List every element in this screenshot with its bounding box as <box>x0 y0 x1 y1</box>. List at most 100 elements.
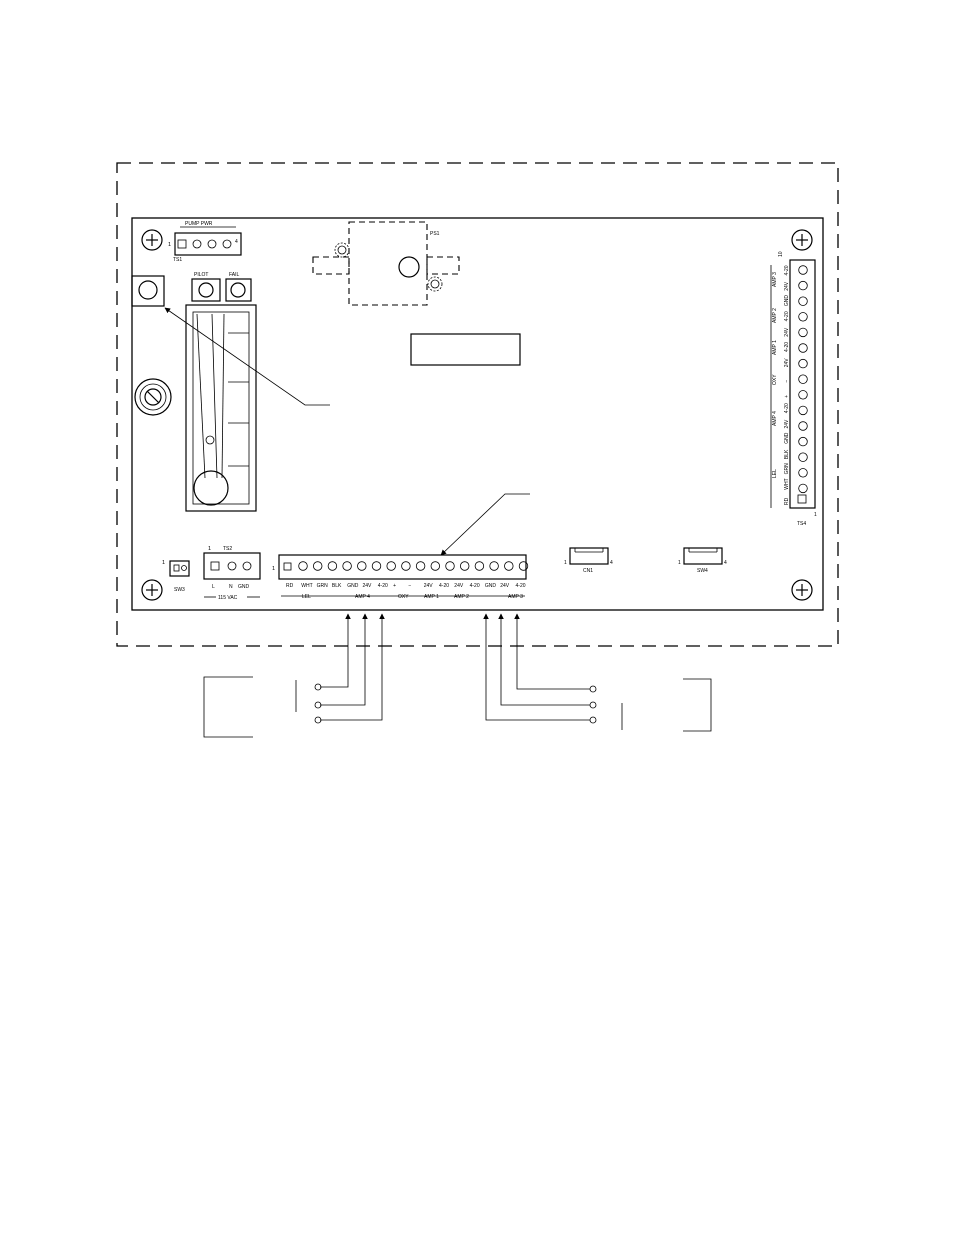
cn-label: CN1 <box>583 568 593 574</box>
ts2-terminal-block: 1 TS2 L N GND 115 VAC <box>203 546 261 601</box>
ts3-terminal-screw <box>371 561 382 571</box>
pilot-label: PILOT <box>194 272 208 278</box>
ts4-terminal-screw <box>798 452 808 462</box>
ts4-term-label: GND <box>784 295 790 307</box>
ts4-term-label: 4-20 <box>784 265 790 275</box>
cn-pin-right: 4 <box>610 560 613 566</box>
ts2-voltage: 115 VAC <box>218 595 238 601</box>
ts4-term-label: BLK <box>784 449 790 459</box>
ts4-term-label: 24V <box>784 419 790 429</box>
sw3-switch: 1 SW3 <box>162 560 190 593</box>
ts3-term-label: RD <box>286 583 294 589</box>
ts3-terminal-screw <box>504 561 514 571</box>
wiring-right <box>483 613 597 724</box>
sensor-port <box>131 275 165 307</box>
ts4-terminal-screw <box>798 265 808 275</box>
ts3-term-label: GRN <box>317 583 329 589</box>
ts4-terminal-screw <box>798 405 808 416</box>
mounting-screw-icon <box>141 579 163 601</box>
ts1-label: TS1 <box>173 257 182 263</box>
ts4-term-label: 24V <box>784 327 790 337</box>
ts3-term-label: 4-20 <box>470 583 480 589</box>
ts4-term-label: 24V <box>784 358 790 368</box>
ts3-term-label: GND <box>347 583 359 589</box>
ts1-pin1: 1 <box>168 242 171 248</box>
ts3-pin1: 1 <box>272 566 275 572</box>
ps1-label: PS1 <box>430 231 440 237</box>
ts3-terminal-screw <box>401 561 411 571</box>
ts4-terminal-screw <box>798 327 808 338</box>
ts3-term-label: GND <box>485 583 497 589</box>
ts4-terminal-screw <box>798 421 808 431</box>
pilot-indicator: PILOT <box>191 272 221 302</box>
ts1-terminal-block: PUMP PWR 1 4 TS1 <box>168 221 242 263</box>
cn-pin-left: 1 <box>564 560 567 566</box>
circuit-board <box>131 217 824 611</box>
ts3-terminal-screw <box>357 561 367 571</box>
ts4-group-label: AMP 1 <box>772 340 778 355</box>
ts3-terminal-screw <box>342 561 352 571</box>
ts3-group-label: AMP 3 <box>508 594 523 600</box>
ts4-header: 10 <box>778 251 784 257</box>
ts3-term-label: + <box>393 583 396 589</box>
ts4-terminal-screw <box>798 390 808 400</box>
ts3-term-label: 4-20 <box>439 583 449 589</box>
mounting-screw-icon <box>791 229 813 251</box>
mounting-screw-icon <box>791 579 813 601</box>
ts4-terminal-screw <box>798 468 808 478</box>
leader-line-sensor <box>164 307 330 406</box>
ts4-terminal-screw <box>798 312 808 322</box>
ts4-term-label: 24V <box>784 281 790 291</box>
ts4-group-label: AMP 4 <box>772 411 778 426</box>
ts4-term-label: + <box>784 395 790 398</box>
ts3-terminal-screw <box>415 561 426 571</box>
ts2-pin1: 1 <box>208 546 211 552</box>
ts3-terminal-screw <box>460 561 470 571</box>
ts2-term-n: N <box>229 584 233 590</box>
ts3-group-label: AMP 4 <box>355 594 370 600</box>
ts3-term-label: 24V <box>424 583 434 589</box>
ts3-group-label: OXY <box>398 594 409 600</box>
ts3-term-label: BLK <box>332 583 342 589</box>
sw4-label: SW4 <box>697 568 708 574</box>
ps1-pressure-switch: PS1 <box>312 221 460 306</box>
ts3-term-label: 24V <box>454 583 464 589</box>
ts4-terminal-screw <box>798 483 808 494</box>
ts3-term-label: WHT <box>301 583 312 589</box>
ts2-term-l: L <box>212 584 215 590</box>
ts3-term-label: − <box>408 583 411 589</box>
ts3-group-label: AMP 1 <box>424 594 439 600</box>
ts1-pin4: 4 <box>235 239 238 245</box>
ts3-terminal-screw <box>445 561 455 571</box>
ts4-term-label: GRN <box>784 463 790 475</box>
cable-gland-icon <box>134 378 172 416</box>
fail-indicator: FAIL <box>225 272 252 302</box>
ts1-header: PUMP PWR <box>185 221 213 227</box>
ts4-term-label: GND <box>784 432 790 444</box>
sw4-connector: 1 4 SW4 <box>678 547 727 574</box>
cn-connector: 1 4 CN1 <box>564 547 613 574</box>
flowmeter <box>185 304 257 512</box>
ts4-term-label: RD <box>784 497 790 505</box>
ts4-label: TS4 <box>797 521 806 527</box>
ts3-terminal-screw <box>327 561 338 571</box>
ts3-terminal-screw <box>298 561 308 571</box>
ts3-term-label: 4-20 <box>378 583 388 589</box>
ts4-terminal-screw <box>798 358 808 369</box>
sw4-pin-left: 1 <box>678 560 681 566</box>
ts3-group-label: LEL <box>302 594 311 600</box>
ts4-terminal-screw <box>798 296 808 306</box>
ts3-term-label: 4-20 <box>516 583 526 589</box>
ts4-term-label: 4-20 <box>784 342 790 352</box>
ts4-terminal-screw <box>798 374 808 384</box>
ts4-term-label: 4-20 <box>784 311 790 321</box>
mounting-screw-icon <box>141 229 163 251</box>
ts4-terminal-screw <box>798 436 808 447</box>
ts3-terminal-screw <box>489 561 499 571</box>
ts4-group-label: AMP 2 <box>772 308 778 323</box>
ts3-term-label: 24V <box>363 583 373 589</box>
fail-label: FAIL <box>229 272 240 278</box>
wiring-left <box>314 613 385 724</box>
ts3-terminal-screw <box>386 561 396 571</box>
